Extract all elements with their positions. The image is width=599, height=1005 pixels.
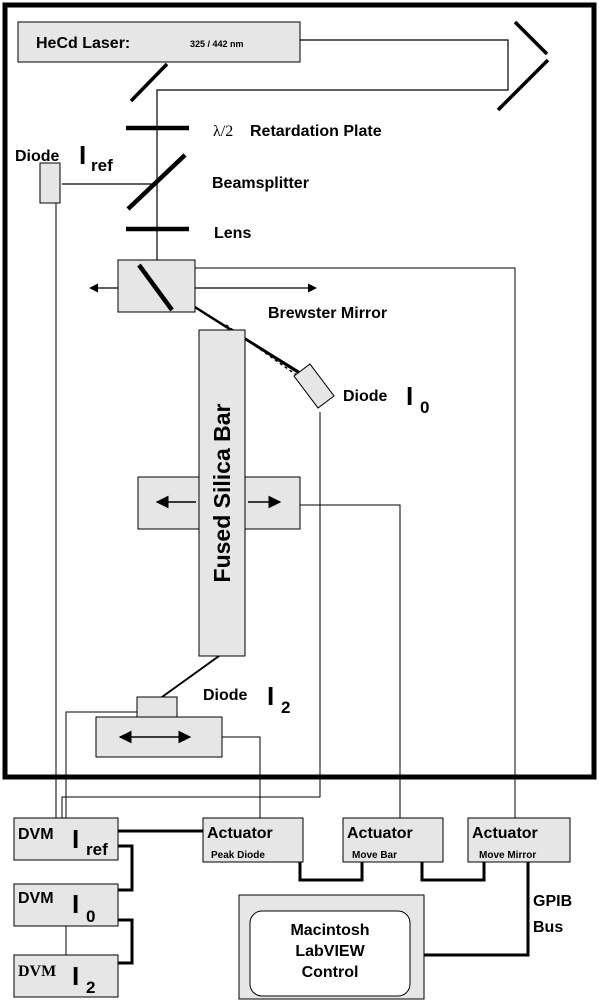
- diode-i0-label: Diode: [343, 388, 388, 405]
- dvm-ref-label: DVM: [18, 826, 54, 843]
- diode-i0-symbol: I: [406, 381, 413, 411]
- diode-ref-symbol: I: [79, 140, 86, 170]
- dvm-i2-subscript: 2: [86, 978, 95, 997]
- diode-ref: [39, 162, 61, 204]
- dvm-ref-subscript: ref: [86, 840, 108, 859]
- gpib-label-line2: Bus: [533, 919, 563, 936]
- retardation-plate-label: Retardation Plate: [250, 123, 382, 140]
- laser-name: HeCd Laser:: [36, 35, 130, 52]
- diode-i2-subscript: 2: [281, 698, 290, 717]
- dvm-i0-box: [13, 883, 119, 927]
- dvm-i2-symbol: I: [72, 961, 79, 991]
- bus-wiring: [118, 829, 530, 965]
- gpib-label-line1: GPIB: [533, 893, 572, 910]
- computer-line3: Control: [302, 964, 359, 981]
- steering-mirrors: [129, 20, 550, 112]
- diode-i0: [293, 363, 335, 409]
- beamsplitter-label: Beamsplitter: [212, 175, 309, 192]
- diode-i2-symbol: I: [267, 681, 274, 711]
- bar-to-diode-i2: [161, 655, 220, 698]
- actuator-move-mirror-title: Actuator: [472, 825, 538, 842]
- dvm-i0-subscript: 0: [86, 907, 95, 926]
- actuator-peak-diode-box: [202, 817, 304, 863]
- diode-i2-label: Diode: [203, 687, 248, 704]
- actuator-move-mirror-box: [467, 817, 571, 863]
- computer-line1: Macintosh: [290, 922, 369, 939]
- actuator-peak-diode-subtitle: Peak Diode: [211, 850, 265, 861]
- dvm-i0-label: DVM: [18, 890, 54, 907]
- brewster-mirror: [137, 263, 174, 312]
- diode-ref-subscript: ref: [91, 156, 113, 175]
- dvm-i2-box: [13, 954, 119, 998]
- actuator-move-bar-subtitle: Move Bar: [352, 850, 397, 861]
- lambda-half-symbol: λ/2: [213, 123, 233, 140]
- diode-ref-label: Diode: [15, 148, 60, 165]
- diode-i0-subscript: 0: [420, 398, 429, 417]
- beamsplitter: [126, 153, 187, 211]
- dvm-ref-symbol: I: [72, 824, 79, 854]
- actuator-move-bar-title: Actuator: [347, 825, 413, 842]
- laser-wavelength: 325 / 442 nm: [190, 39, 244, 49]
- actuator-peak-diode-title: Actuator: [207, 825, 273, 842]
- dvm-i2-label: DVM: [18, 963, 56, 980]
- actuator-move-bar-box: [342, 817, 444, 863]
- dvm-i0-symbol: I: [72, 889, 79, 919]
- fused-silica-bar-label: Fused Silica Bar: [209, 403, 235, 582]
- computer-line2: LabVIEW: [295, 943, 365, 960]
- dvm-ref-box: [13, 817, 119, 861]
- actuator-move-mirror-subtitle: Move Mirror: [479, 850, 536, 861]
- laser-box: [17, 21, 301, 63]
- diode-i2: [136, 696, 178, 718]
- computer-screen: [249, 910, 411, 997]
- fused-silica-bar: [198, 329, 246, 657]
- laser-beam-path: [156, 39, 509, 376]
- brewster-mirror-label: Brewster Mirror: [268, 305, 387, 322]
- enclosure-frame: [2, 2, 597, 780]
- lens-label: Lens: [214, 225, 251, 242]
